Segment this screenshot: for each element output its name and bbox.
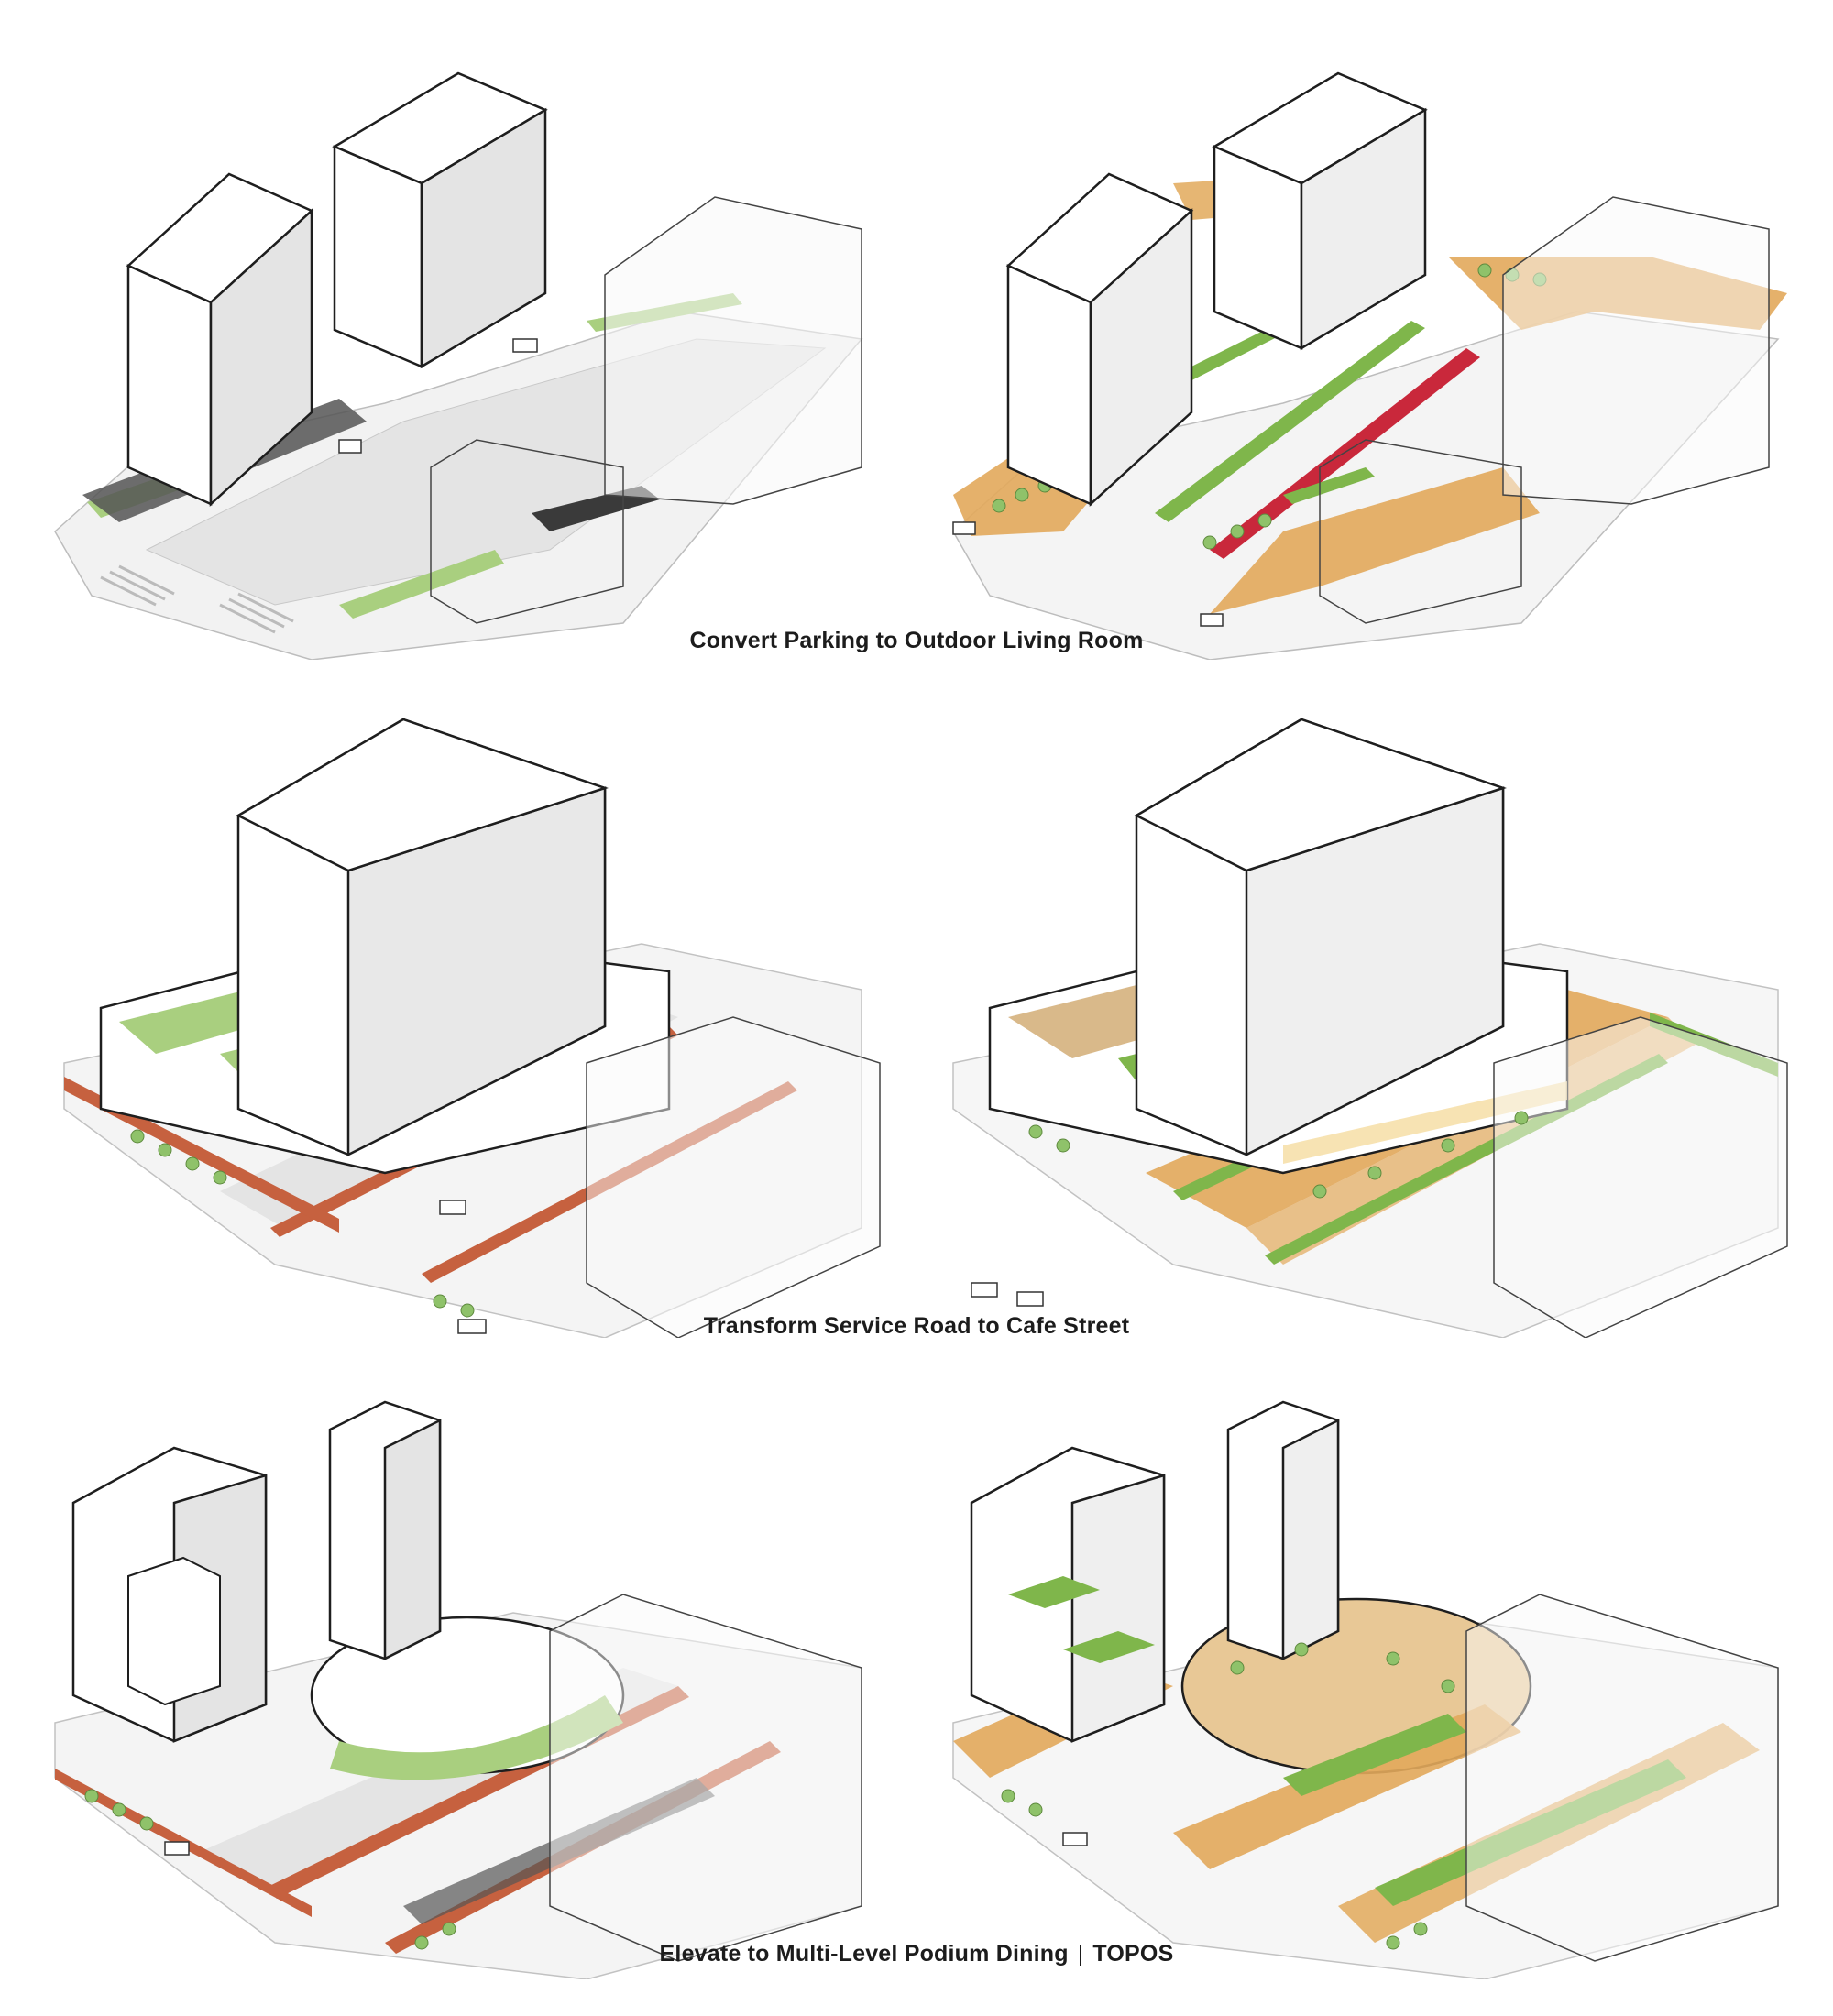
caption-row3-separator: |	[1077, 1941, 1084, 1967]
diagram-row2-proposed	[935, 715, 1815, 1338]
caption-row1: Convert Parking to Outdoor Living Room	[689, 628, 1144, 653]
diagram-row1-proposed	[935, 37, 1815, 660]
diagram-row1-existing	[37, 37, 898, 660]
caption-row3-main: Elevate to Multi-Level Podium Dining	[659, 1941, 1069, 1967]
diagram-row3-proposed	[935, 1393, 1815, 1979]
caption-row3-credit: TOPOS	[1092, 1941, 1174, 1967]
caption-row2: Transform Service Road to Cafe Street	[703, 1313, 1130, 1339]
diagram-row2-existing	[37, 715, 898, 1338]
diagram-row3-existing	[37, 1393, 898, 1979]
caption-row3: Elevate to Multi-Level Podium Dining | TOP…	[0, 1941, 1833, 1967]
